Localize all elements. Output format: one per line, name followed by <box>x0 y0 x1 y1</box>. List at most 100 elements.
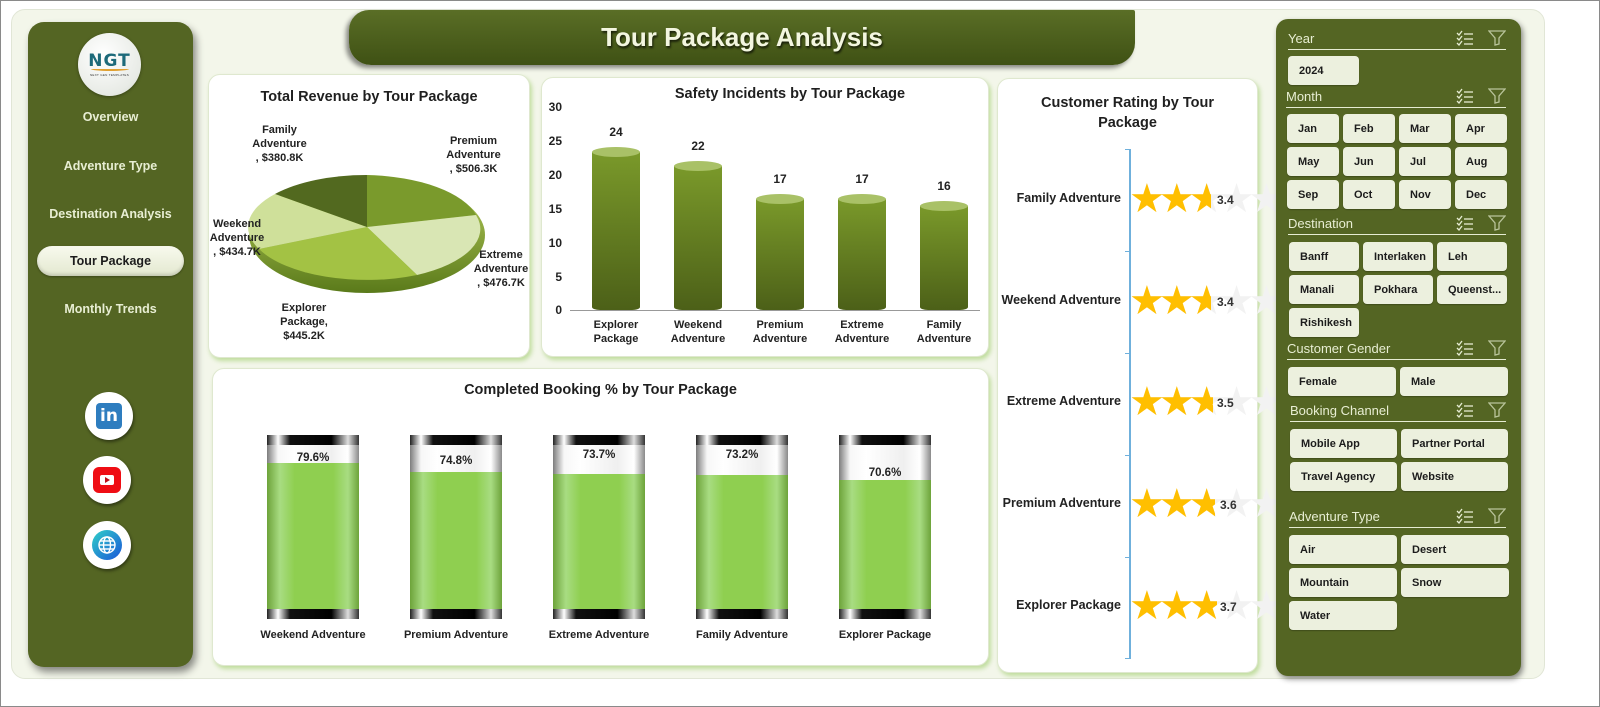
rating-label: Premium Adventure <box>1002 496 1121 510</box>
bar-premium[interactable]: 17 <box>756 172 804 310</box>
youtube-button[interactable] <box>83 456 131 504</box>
y-tick: 0 <box>555 303 562 317</box>
multi-select-icon[interactable] <box>1456 88 1474 104</box>
bar-weekend[interactable]: 22 <box>674 139 722 310</box>
globe-icon <box>92 530 122 560</box>
clear-filter-icon[interactable] <box>1488 88 1506 104</box>
multi-select-icon[interactable] <box>1456 30 1474 46</box>
clear-filter-icon[interactable] <box>1488 215 1506 231</box>
linkedin-button[interactable]: in <box>85 392 133 440</box>
slicer-item-partner-portal[interactable]: Partner Portal <box>1401 429 1508 458</box>
filter-panel: Year 2024 Month Jan Feb Mar Apr May Jun … <box>1276 19 1521 676</box>
battery-bar-family[interactable]: 73.2% <box>696 435 788 619</box>
slicer-item-pokhara[interactable]: Pokhara <box>1363 275 1433 304</box>
slicer-item-leh[interactable]: Leh <box>1437 242 1507 271</box>
clear-filter-icon[interactable] <box>1488 508 1506 524</box>
rating-value: 3.4 <box>1217 295 1234 309</box>
completed-booking-card: Completed Booking % by Tour Package 79.6… <box>212 368 989 666</box>
multi-select-icon[interactable] <box>1456 402 1474 418</box>
axis-tick <box>1125 557 1131 558</box>
slicer-title: Adventure Type <box>1289 509 1380 524</box>
slicer-item-air[interactable]: Air <box>1289 535 1397 564</box>
slicer-item-travel-agency[interactable]: Travel Agency <box>1290 462 1397 491</box>
slicer-item-rishikesh[interactable]: Rishikesh <box>1289 308 1359 337</box>
multi-select-icon[interactable] <box>1456 340 1474 356</box>
slicer-item-oct[interactable]: Oct <box>1343 180 1395 209</box>
website-button[interactable] <box>83 521 131 569</box>
nav-item-label: Tour Package <box>69 254 152 268</box>
slicer-item-interlaken[interactable]: Interlaken <box>1363 242 1433 271</box>
rating-value: 3.4 <box>1217 193 1234 207</box>
chart-title: Completed Booking % by Tour Package <box>464 382 737 398</box>
rating-label: Weekend Adventure <box>1001 293 1121 307</box>
nav-item-label: Adventure Type <box>63 159 158 173</box>
rating-value: 3.5 <box>1217 396 1234 410</box>
bar-family[interactable]: 16 <box>920 179 968 310</box>
sidebar-nav: NGT NEXT GEN TEMPLATES Overview Adventur… <box>28 22 193 667</box>
logo-text: NGT <box>88 50 131 71</box>
slicer-item-banff[interactable]: Banff <box>1289 242 1359 271</box>
page-header-banner: Tour Package Analysis <box>349 10 1135 65</box>
slicer-item-mar[interactable]: Mar <box>1399 114 1451 143</box>
slicer-item-queenstown[interactable]: Queenst... <box>1437 275 1507 304</box>
slicer-item-snow[interactable]: Snow <box>1401 568 1509 597</box>
nav-item-monthly-trends[interactable]: Monthly Trends <box>37 294 184 324</box>
slicer-item-website[interactable]: Website <box>1401 462 1508 491</box>
slicer-item-jul[interactable]: Jul <box>1399 147 1451 176</box>
battery-bar-explorer[interactable]: 70.6% <box>839 435 931 619</box>
slicer-header-year: Year <box>1288 28 1506 50</box>
slicer-item-male[interactable]: Male <box>1400 367 1508 396</box>
clear-filter-icon[interactable] <box>1488 402 1506 418</box>
slicer-item-water[interactable]: Water <box>1289 601 1397 630</box>
revenue-pie-chart <box>248 174 485 293</box>
slicer-item-may[interactable]: May <box>1287 147 1339 176</box>
nav-item-overview[interactable]: Overview <box>37 102 184 132</box>
bar-extreme[interactable]: 17 <box>838 172 886 310</box>
slicer-item-jun[interactable]: Jun <box>1343 147 1395 176</box>
battery-bar-premium[interactable]: 74.8% <box>410 435 502 619</box>
axis-tick <box>1125 353 1131 354</box>
battery-bar-extreme[interactable]: 73.7% <box>553 435 645 619</box>
nav-item-destination-analysis[interactable]: Destination Analysis <box>37 199 184 229</box>
multi-select-icon[interactable] <box>1456 508 1474 524</box>
logo-subtext: NEXT GEN TEMPLATES <box>89 72 130 77</box>
slicer-item-jan[interactable]: Jan <box>1287 114 1339 143</box>
star-rating-icon: ★★★★★★★★★★ <box>1129 177 1284 221</box>
y-tick: 15 <box>548 202 562 216</box>
slicer-item-mobile-app[interactable]: Mobile App <box>1290 429 1397 458</box>
axis-tick <box>1125 251 1131 252</box>
slicer-item-sep[interactable]: Sep <box>1287 180 1339 209</box>
slicer-item-desert[interactable]: Desert <box>1401 535 1509 564</box>
battery-bar-weekend[interactable]: 79.6% <box>267 435 359 619</box>
battery-label: Weekend Adventure <box>260 629 366 641</box>
rating-axis <box>1129 149 1131 659</box>
slicer-item-mountain[interactable]: Mountain <box>1289 568 1397 597</box>
slicer-item-manali[interactable]: Manali <box>1289 275 1359 304</box>
slicer-item-dec[interactable]: Dec <box>1455 180 1507 209</box>
bar-explorer[interactable]: 24 <box>592 125 640 310</box>
clear-filter-icon[interactable] <box>1488 340 1506 356</box>
slicer-item-aug[interactable]: Aug <box>1455 147 1507 176</box>
nav-item-tour-package[interactable]: Tour Package <box>37 246 184 276</box>
slicer-title: Booking Channel <box>1290 403 1390 418</box>
nav-item-adventure-type[interactable]: Adventure Type <box>37 151 184 181</box>
safety-incidents-card: Safety Incidents by Tour Package 30 25 2… <box>541 77 989 357</box>
slicer-title: Customer Gender <box>1287 341 1391 356</box>
slicer-item-feb[interactable]: Feb <box>1343 114 1395 143</box>
slicer-item-nov[interactable]: Nov <box>1399 180 1451 209</box>
slicer-title: Year <box>1288 31 1315 46</box>
slicer-item-apr[interactable]: Apr <box>1455 114 1507 143</box>
multi-select-icon[interactable] <box>1456 215 1474 231</box>
battery-label: Explorer Package <box>838 629 932 641</box>
slicer-item-female[interactable]: Female <box>1288 367 1396 396</box>
clear-filter-icon[interactable] <box>1488 30 1506 46</box>
slicer-item-2024[interactable]: 2024 <box>1288 56 1359 85</box>
star-rating-icon: ★★★★★★★★★★ <box>1129 380 1284 424</box>
